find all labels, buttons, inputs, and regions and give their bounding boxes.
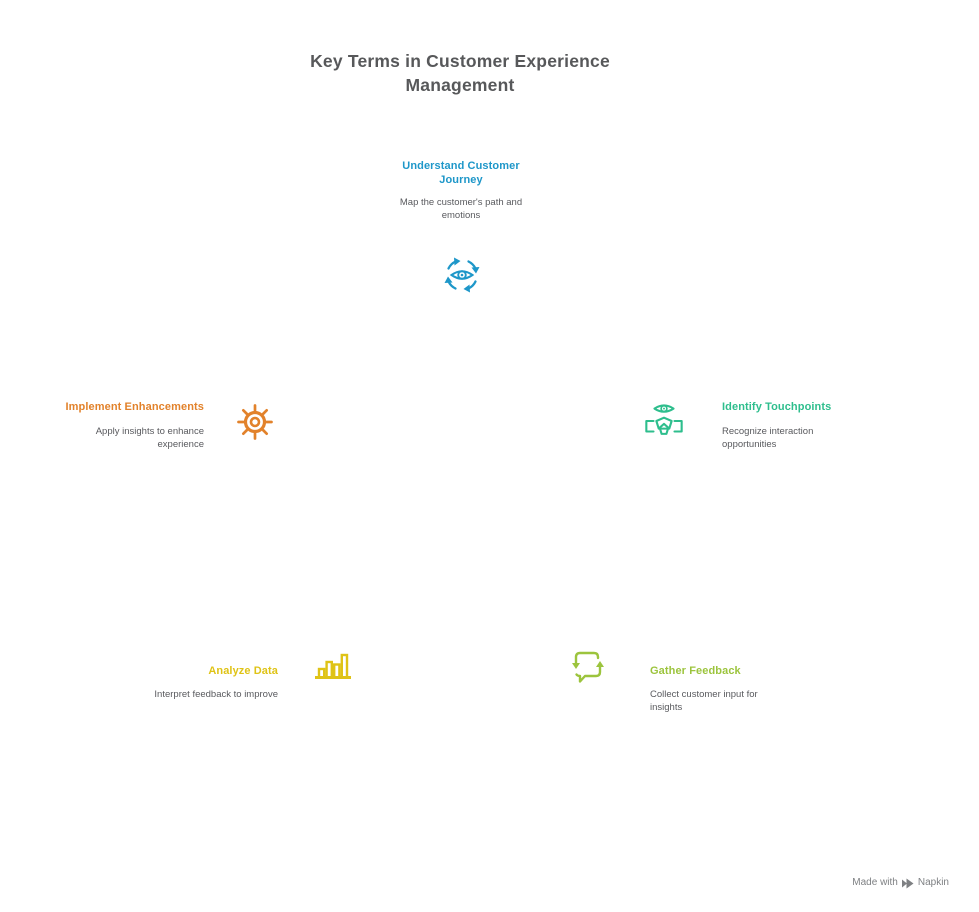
bar-chart-icon <box>315 648 351 680</box>
speech-bubbles-icon <box>569 646 607 686</box>
made-with-label: Made with <box>852 877 898 888</box>
napkin-credit-link[interactable]: Made with Napkin <box>852 876 949 890</box>
eye-handshake-icon <box>643 400 685 442</box>
node-description-understand-customer-journey: Map the customer's path and emotions <box>399 197 523 221</box>
node-label-implement-enhancements: Implement Enhancements <box>65 401 204 413</box>
node-description-identify-touchpoints: Recognize interaction opportunities <box>722 426 814 450</box>
node-label-gather-feedback: Gather Feedback <box>650 665 741 677</box>
node-description-gather-feedback: Collect customer input for insights <box>650 689 758 713</box>
node-label-identify-touchpoints: Identify Touchpoints <box>722 401 832 413</box>
diagram-title: Key Terms in Customer Experience Managem… <box>310 51 610 95</box>
node-description-analyze-data: Interpret feedback to improve <box>154 689 278 700</box>
ship-wheel-icon <box>235 402 275 442</box>
node-label-analyze-data: Analyze Data <box>208 665 278 677</box>
node-description-implement-enhancements: Apply insights to enhance experience <box>95 426 204 450</box>
eye-cycle-icon <box>442 255 482 295</box>
napkin-logo-icon <box>901 878 914 889</box>
napkin-brand-label: Napkin <box>917 877 949 888</box>
node-label-understand-customer-journey: Understand Customer Journey <box>402 160 520 186</box>
